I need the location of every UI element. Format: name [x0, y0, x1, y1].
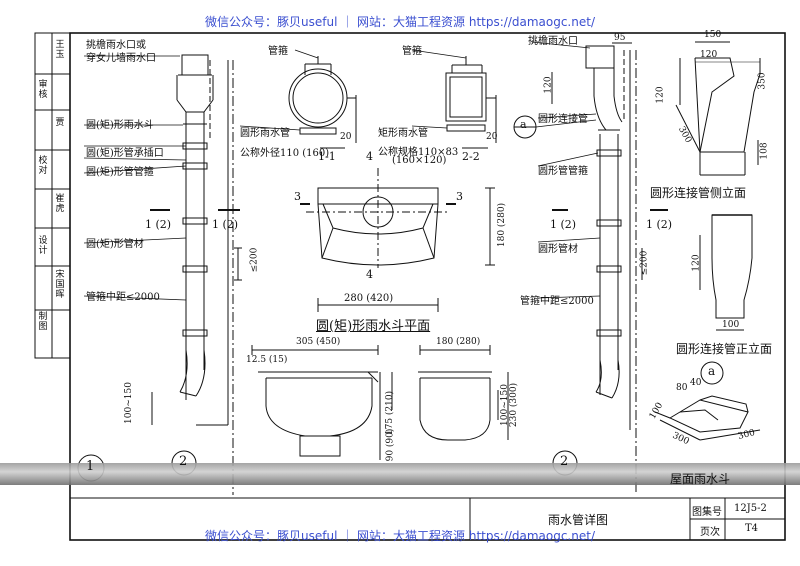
callout-outlet-b: 穿女儿墙雨水口 [86, 53, 156, 64]
r-callout-connector: 圆形连接管 [538, 114, 588, 125]
r-callout-pipe: 圆形管材 [538, 244, 578, 255]
rect-clip-label: 管箍 [402, 46, 422, 57]
round-pipe-dim: 20 [340, 132, 352, 142]
sec-left-t2: 12.5 (15) [246, 355, 288, 365]
rect-pipe-spec2: (160×120) [392, 155, 447, 166]
detail-a-isometric [654, 395, 761, 441]
detail-a-40: 40 [690, 378, 702, 388]
section-1-2-right: 1 (2) [212, 218, 239, 231]
sec-left-h2: 100~150 [123, 382, 134, 424]
dim-le200-left: ≤200 [249, 247, 260, 273]
callout-clip: 圆(矩)形管管箍 [86, 167, 154, 178]
tuhao-label: 图集号 [692, 507, 722, 518]
plan-dim-h: 180 (280) [497, 202, 508, 248]
round-pipe-name: 圆形雨水管 [240, 128, 290, 139]
yeci-label: 页次 [700, 527, 720, 538]
r-section-right: 1 (2) [646, 218, 673, 231]
detail-a-label: a [708, 364, 716, 378]
hopper-section-left [251, 345, 393, 460]
r-detail-a: a [520, 118, 527, 131]
callout-hopper: 圆(矩)形雨水斗 [86, 120, 154, 131]
conn-front-title: 圆形连接管正立面 [676, 342, 773, 356]
rect-pipe-section [411, 49, 497, 149]
side-dim-108: 108 [759, 142, 770, 160]
tb-sheji-name: 崔虎 [55, 194, 65, 214]
rect-pipe-spec1: 公称规格110×83 [378, 147, 459, 158]
rect-pipe-name: 矩形雨水管 [378, 128, 428, 139]
rect-pipe-dim: 20 [486, 132, 498, 142]
section-2-2: 2-2 [462, 150, 480, 163]
tb-zhitu: 制图 [38, 312, 48, 332]
section-1-1: 1-1 [318, 150, 336, 163]
callout-socket: 圆(矩)形管承插口 [86, 148, 164, 159]
connector-side-elevation [675, 41, 761, 176]
watermark-top: 微信公众号：豚贝useful ｜ 网站：大猫工程资源 https://damao… [205, 15, 595, 29]
round-pipe-spec: 公称外径110 (160) [240, 148, 330, 159]
sheet-title: 雨水管详图 [548, 513, 609, 527]
round-clip-label: 管箍 [268, 46, 288, 57]
side-dim-120: 120 [700, 50, 718, 60]
front-dim-100: 100 [722, 320, 740, 330]
callout-outlet-a: 挑檐雨水口或 [86, 40, 146, 51]
tuhao-value: 12J5-2 [734, 503, 767, 514]
detail-a-80: 80 [676, 383, 688, 393]
section-4-bottom: 4 [366, 268, 373, 281]
section-3-right: 3 [456, 190, 463, 203]
r-callout-spacing: 管箍中距≤2000 [520, 296, 594, 307]
tb-jiaodui-name: 贾 [55, 118, 65, 128]
side-dim-150: 150 [704, 30, 722, 40]
side-dim-120b: 120 [655, 86, 666, 104]
yeci-value: T4 [745, 523, 759, 534]
sec-right-top: 180 (280) [436, 337, 481, 347]
roof-hopper-title: 屋面雨水斗 [670, 472, 731, 486]
hopper-section-right [418, 345, 509, 441]
r-callout-outlet: 挑檐雨水口 [528, 36, 578, 47]
left-downpipe [176, 54, 234, 495]
connector-front-elevation [699, 214, 753, 331]
sec-right-h2: 100~150 [499, 384, 510, 426]
right-downpipe [585, 42, 637, 495]
r-dim-120: 120 [543, 76, 554, 94]
r-dim-95: 95 [614, 33, 626, 43]
tb-sheji: 设计 [38, 236, 48, 256]
sec-left-h3: 90 (90) [385, 428, 396, 462]
plan-dim-w: 280 (420) [344, 293, 394, 304]
r-section-left: 1 (2) [550, 218, 577, 231]
callout-spacing: 管箍中距≤2000 [86, 292, 160, 303]
conn-side-title: 圆形连接管侧立面 [650, 186, 747, 200]
front-dim-120: 120 [691, 254, 702, 272]
callout-pipe: 圆(矩)形管材 [86, 239, 144, 250]
detail-2a: 2 [179, 454, 188, 469]
r-dim-le200: ≤200 [639, 250, 650, 276]
section-4-top: 4 [366, 150, 373, 163]
r-callout-clip: 圆形管管箍 [538, 166, 588, 177]
tb-shenhe: 审核 [38, 80, 48, 100]
tb-zhitu-name: 宋国晖 [55, 270, 65, 300]
section-3-left: 3 [294, 190, 301, 203]
round-pipe-section [239, 49, 357, 149]
section-1-2-left: 1 (2) [145, 218, 172, 231]
side-dim-350: 350 [757, 72, 768, 90]
plan-view [300, 168, 495, 312]
scan-smudge-band [0, 463, 800, 485]
watermark-bottom: 微信公众号：豚贝useful ｜ 网站：大猫工程资源 https://damao… [205, 529, 595, 543]
sec-left-top: 305 (450) [296, 337, 341, 347]
plan-title: 圆(矩)形雨水斗平面 [316, 319, 431, 334]
detail-2b: 2 [560, 454, 569, 469]
tb-shenhe-name: 王玉 [55, 40, 65, 60]
tb-jiaodui: 校对 [38, 156, 48, 176]
detail-1: 1 [86, 459, 95, 474]
sec-right-h1: 230 (300) [509, 382, 520, 428]
